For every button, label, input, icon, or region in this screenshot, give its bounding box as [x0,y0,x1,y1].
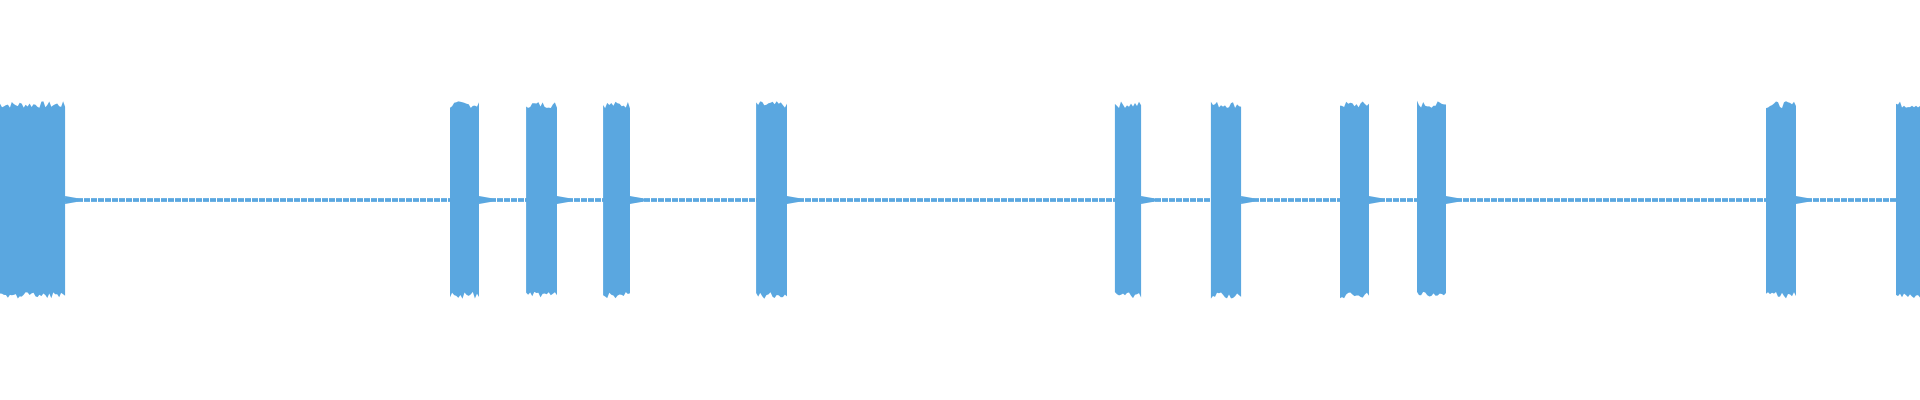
audio-burst-tail [65,196,80,204]
audio-burst [0,101,80,299]
audio-burst [1417,100,1460,297]
audio-burst-tail [1445,196,1460,204]
audio-burst-tail [556,196,571,204]
audio-burst-shape [1340,101,1369,299]
audio-burst [1210,101,1256,299]
audio-burst-tail [1241,196,1256,204]
audio-burst-shape [450,101,479,299]
audio-burst-tail [1368,196,1383,204]
audio-burst-tail [787,196,802,204]
audio-burst-shape [1417,100,1446,297]
audio-burst-shape [526,102,557,298]
audio-burst-shape [1766,101,1796,299]
audio-burst-shape [1210,101,1242,299]
audio-burst-shape [1114,101,1142,299]
audio-burst [1340,101,1383,299]
audio-burst [756,101,802,299]
audio-burst-shape [603,101,630,299]
audio-burst [603,101,644,299]
audio-burst [1766,101,1810,299]
audio-burst-shape [756,101,787,299]
audio-burst-shape [0,101,66,299]
audio-burst [450,101,494,299]
audio-burst-tail [1141,196,1156,204]
audio-burst-tail [1795,196,1810,204]
audio-burst [526,102,571,298]
audio-burst-shape [1896,101,1920,298]
audio-burst [1114,101,1156,299]
audio-burst-tail [479,196,494,204]
audio-burst-tail [629,196,644,204]
audio-burst [1896,101,1920,298]
